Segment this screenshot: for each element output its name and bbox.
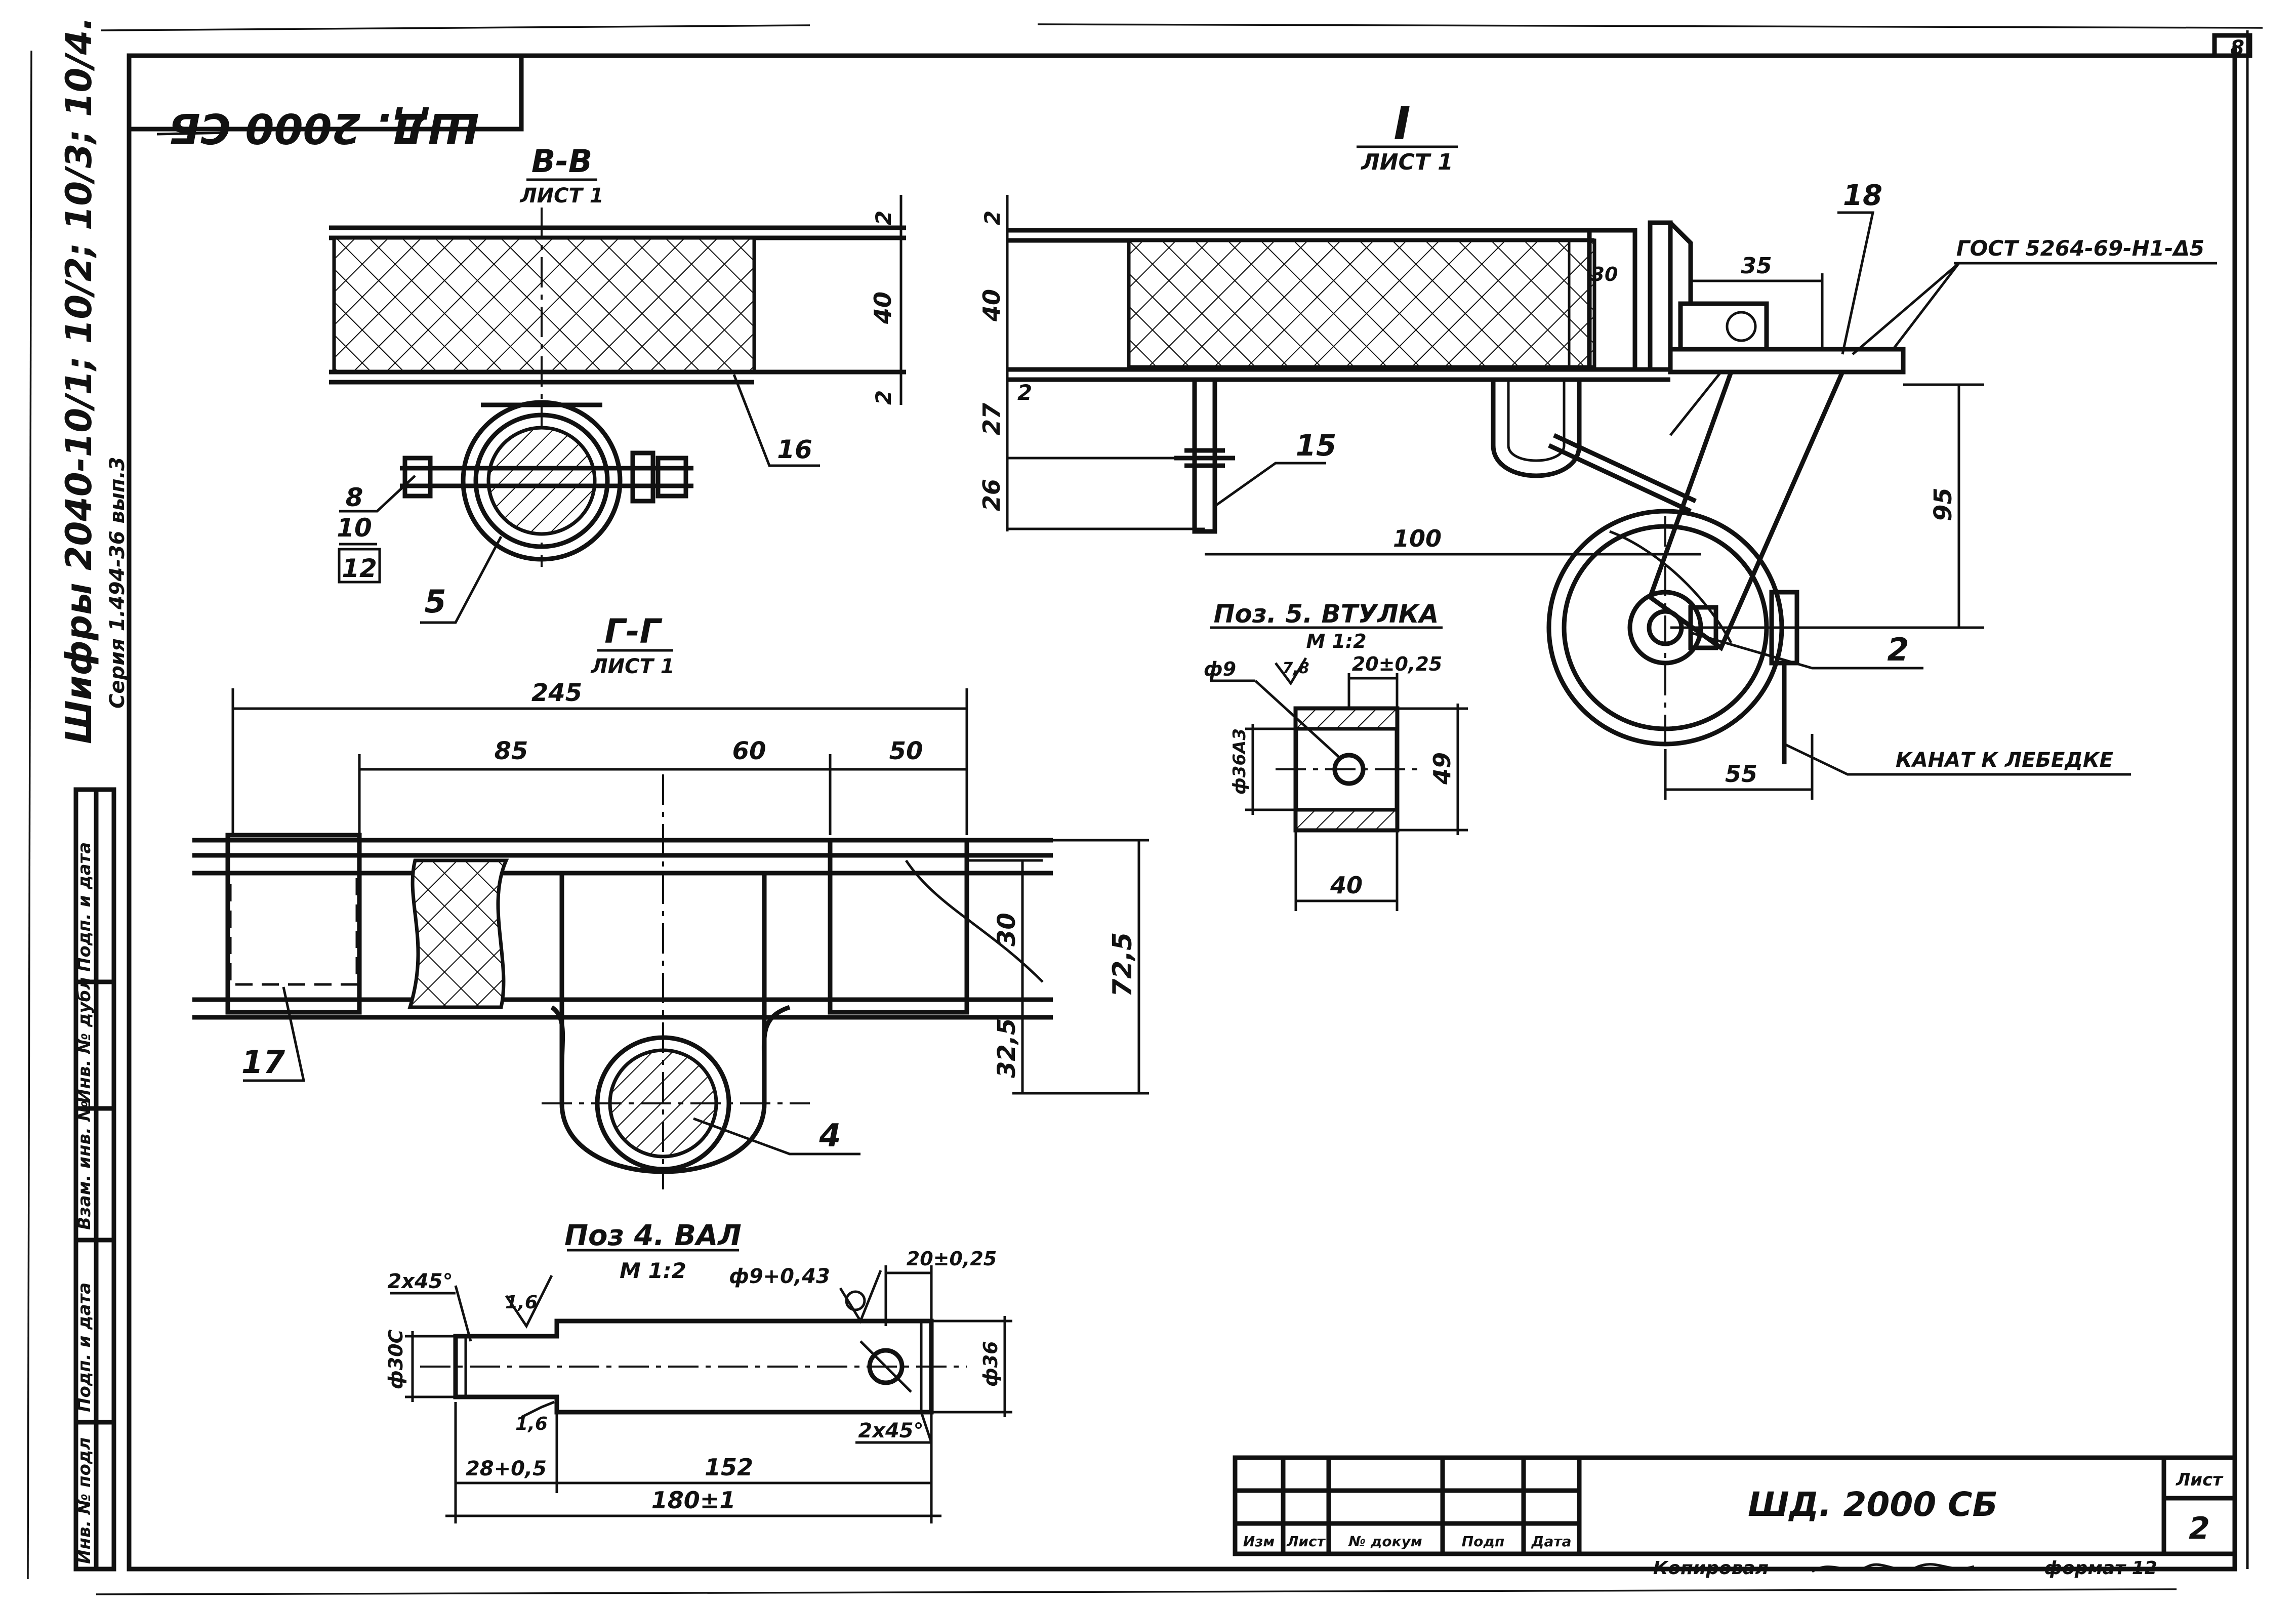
section-gg-sub: ЛИСТ 1	[590, 655, 674, 678]
tb-col-doc: № докум	[1347, 1533, 1422, 1550]
gg-dim-245: 245	[531, 679, 582, 707]
view-i-callout-2: 2	[1887, 631, 1909, 668]
bb-callout-10: 10	[337, 513, 372, 543]
section-gg: Г-Г ЛИСТ 1 245 85 60 50	[192, 612, 1149, 1189]
view-i-dim-2a: 2	[980, 211, 1005, 225]
tb-col-izm: Изм	[1243, 1533, 1275, 1550]
tb-col-sign: Подп	[1462, 1533, 1505, 1550]
tb-col-date: Дата	[1531, 1533, 1572, 1550]
shaft-dim-chamfer-left: 2х45°	[387, 1270, 453, 1293]
view-i-dim-27: 27	[978, 403, 1005, 435]
sheet-corner-number: 8	[2230, 36, 2244, 60]
strip-label-1: Инв. № подл	[74, 1437, 95, 1564]
left-strip: Инв. № подл Подп. и дата Взам. инв. № Ин…	[73, 787, 116, 1572]
section-gg-title: Г-Г	[604, 612, 662, 651]
shaft-dim-28: 28+0,5	[466, 1457, 547, 1480]
gg-dim-32-5: 32,5	[993, 1018, 1021, 1078]
gg-dim-85: 85	[495, 737, 528, 765]
bushing-title: Поз. 5. ВТУЛКА	[1214, 599, 1439, 629]
shaft-dim-chamfer-right: 2х45°	[858, 1419, 923, 1442]
sheet-frame: 8	[27, 23, 2263, 1595]
bushing-dim-pos: 20±0,25	[1352, 653, 1442, 675]
bb-callout-5: 5	[424, 583, 446, 620]
shaft-dim-hole: ф9+0,43	[729, 1265, 830, 1288]
tb-code: ШД. 2000 СБ	[1748, 1485, 1998, 1524]
view-i-dim-40: 40	[978, 289, 1005, 322]
strip-label-3: Взам. инв. №	[74, 1100, 95, 1230]
tb-col-list: Лист	[1286, 1533, 1326, 1550]
bushing-detail: Поз. 5. ВТУЛКА М 1:2 ф9 7,8 20±0,25 ф36А…	[1204, 599, 1468, 911]
stamp-code: ШД. 2000 СБ	[169, 104, 479, 152]
tb-copied: Копировал	[1653, 1558, 1769, 1579]
view-i-dim-100: 100	[1393, 525, 1442, 552]
shaft-title: Поз 4. ВАЛ	[564, 1219, 742, 1252]
strip-label-2: Подп. и дата	[74, 1283, 95, 1412]
bushing-dim-49: 49	[1428, 752, 1456, 785]
shaft-scale: М 1:2	[620, 1258, 686, 1283]
side-codes: Шифры 2040-10/1; 10/2; 10/3; 10/4.	[58, 17, 100, 744]
view-i-rope: КАНАТ К ЛЕБЕДКЕ	[1896, 749, 2113, 772]
title-block: Изм Лист № докум Подп Дата ШД. 2000 СБ Л…	[1233, 1455, 2237, 1579]
tb-sheet-no: 2	[2189, 1511, 2210, 1546]
view-i-title: I	[1393, 97, 1411, 150]
gg-dim-30: 30	[993, 913, 1021, 946]
bushing-dim-d36: ф36А3	[1229, 728, 1250, 795]
strip-label-5: Подп. и дата	[74, 842, 95, 972]
shaft-dim-d30: ф30С	[385, 1329, 407, 1389]
section-bb-title: В-В	[531, 143, 592, 180]
view-i-dim-2b: 2	[1017, 380, 1032, 405]
bb-callout-16: 16	[777, 435, 812, 464]
view-i-dim-26: 26	[978, 479, 1005, 511]
bb-dim-mid: 40	[869, 292, 896, 324]
gg-dim-50: 50	[889, 737, 923, 765]
tb-format: формат 12	[2044, 1558, 2157, 1579]
bushing-dim-40: 40	[1330, 872, 1363, 899]
shaft-dim-152: 152	[705, 1454, 753, 1481]
shaft-dim-180: 180±1	[651, 1487, 736, 1514]
shaft-detail: Поз 4. ВАЛ М 1:2 2х45° 1,6 ф9+0,43 20±0,…	[385, 1219, 1012, 1523]
shaft-dim-d36: ф36	[979, 1341, 1002, 1387]
view-i-dim-55: 55	[1725, 760, 1757, 788]
bb-callout-12: 12	[342, 554, 377, 583]
view-i-dim-30: 30	[1591, 263, 1618, 285]
view-i-sub: ЛИСТ 1	[1360, 149, 1453, 175]
shaft-dim-pos: 20±0,25	[907, 1248, 997, 1270]
shaft-dim-rough-bottom: 1,6	[515, 1414, 548, 1434]
view-i: I ЛИСТ 1 30 2 40 2 27 26 15 100	[978, 97, 2217, 800]
gg-dim-72-5: 72,5	[1108, 932, 1138, 997]
side-series: Серия 1.494-36 вып.3	[106, 457, 129, 709]
gg-dim-60: 60	[732, 737, 766, 765]
bushing-scale: М 1:2	[1306, 630, 1366, 652]
bb-dim-top: 2	[871, 211, 896, 225]
gg-callout-17: 17	[241, 1044, 285, 1081]
bb-callout-8: 8	[346, 483, 363, 512]
strip-label-4: Инв. № дубл	[74, 977, 95, 1103]
view-i-callout-15: 15	[1296, 428, 1337, 463]
tb-signature	[1811, 1563, 1975, 1573]
bb-dim-bot: 2	[871, 390, 896, 405]
view-i-gost: ГОСТ 5264-69-Н1-Δ5	[1956, 236, 2204, 261]
tb-sheet-label: Лист	[2176, 1470, 2224, 1490]
section-bb: В-В ЛИСТ 1 2 40 2 16 8 10 12 5	[329, 143, 906, 624]
bushing-dim-d9: ф9	[1204, 658, 1236, 680]
mirrored-stamp: ШД. 2000 СБ	[129, 53, 524, 152]
side-notes: Шифры 2040-10/1; 10/2; 10/3; 10/4. Серия…	[58, 17, 129, 744]
gg-callout-4: 4	[818, 1117, 841, 1154]
view-i-callout-18: 18	[1843, 179, 1882, 212]
view-i-dim-95: 95	[1929, 487, 1957, 521]
section-bb-sub: ЛИСТ 1	[519, 184, 603, 208]
view-i-dim-35: 35	[1741, 253, 1772, 279]
